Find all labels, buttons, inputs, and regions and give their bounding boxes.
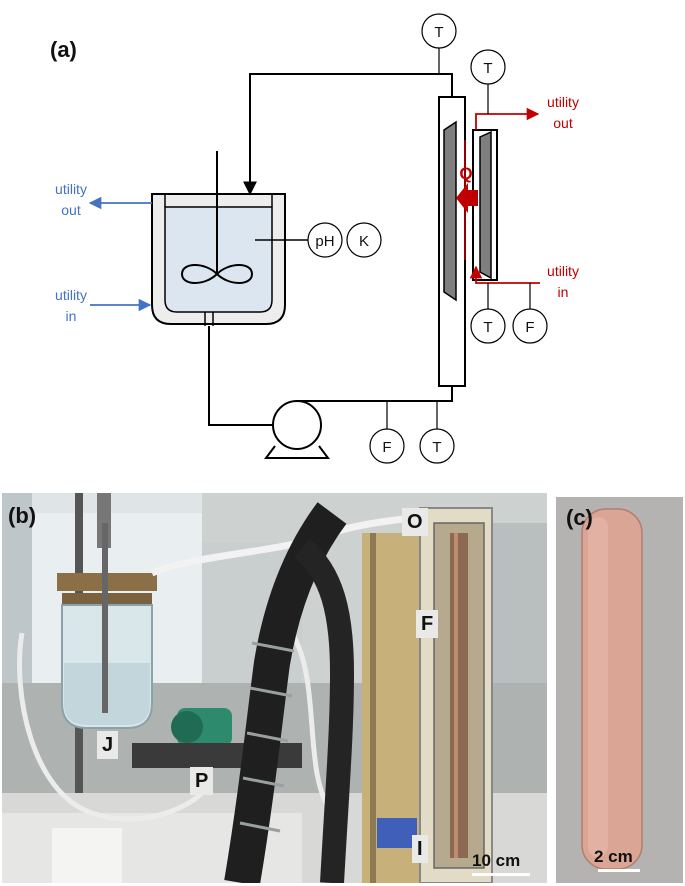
svg-text:utility: utility <box>547 263 579 279</box>
svg-text:utility: utility <box>55 287 87 303</box>
heat-flux-label: Q <box>459 164 472 183</box>
svg-text:F: F <box>382 439 391 456</box>
svg-text:utility: utility <box>547 94 579 110</box>
flow-cell-plate-right <box>479 130 492 280</box>
temperature-sensor-utility-in: T <box>470 308 506 344</box>
tag-outlet: O <box>402 508 428 536</box>
tag-inlet: I <box>412 835 428 863</box>
svg-text:in: in <box>66 308 77 324</box>
process-schematic: (a) pH K utility out utility in Q <box>50 13 579 464</box>
svg-text:T: T <box>434 24 443 41</box>
scale-bar-c <box>598 869 640 872</box>
tag-jacketed-vessel: J <box>97 731 119 759</box>
pipe-to-pump <box>208 326 295 432</box>
tag-flow-cell: F <box>416 610 439 638</box>
ph-sensor <box>307 222 343 258</box>
svg-text:K: K <box>359 233 369 250</box>
scale-bar-b <box>472 873 530 876</box>
tag-pump: P <box>190 767 214 795</box>
pipe-return <box>243 73 453 196</box>
scale-label-c: 2 cm <box>594 847 633 866</box>
utility-in-right-arrow <box>469 265 540 284</box>
svg-text:T: T <box>483 319 492 336</box>
svg-text:out: out <box>61 202 81 218</box>
scale-label-b: 10 cm <box>472 851 521 870</box>
copper-plate-photo: (c) 2 cm <box>556 497 683 883</box>
setup-photo-illustration <box>2 493 547 883</box>
pump <box>272 400 322 450</box>
temperature-sensor-process: T <box>419 428 455 464</box>
utility-out-right-arrow <box>475 107 540 130</box>
heat-flux-arrow <box>456 183 478 213</box>
svg-text:out: out <box>553 115 573 131</box>
conductivity-sensor <box>346 222 382 258</box>
panel-b-label: (b) <box>8 503 37 528</box>
svg-text:F: F <box>525 319 534 336</box>
setup-photo: (b) O F J P I 10 cm <box>2 493 547 883</box>
flow-sensor-utility-in: F <box>512 308 548 344</box>
svg-text:utility: utility <box>55 181 87 197</box>
copper-plate-illustration <box>556 497 683 883</box>
svg-text:T: T <box>483 60 492 77</box>
svg-text:in: in <box>558 284 569 300</box>
pipe-to-cell <box>322 364 459 402</box>
stirrer-impeller <box>180 264 254 284</box>
flow-sensor-process: F <box>369 428 405 464</box>
temperature-sensor-utility-out: T <box>470 49 506 85</box>
svg-text:T: T <box>432 439 441 456</box>
svg-text:pH: pH <box>315 233 334 250</box>
panel-c-label: (c) <box>566 505 593 530</box>
temperature-sensor-return: T <box>421 13 457 49</box>
pump-base <box>264 445 330 459</box>
vessel-inner <box>164 206 273 313</box>
panel-a-label: (a) <box>50 37 77 62</box>
flow-cell-plate-left <box>443 120 457 302</box>
